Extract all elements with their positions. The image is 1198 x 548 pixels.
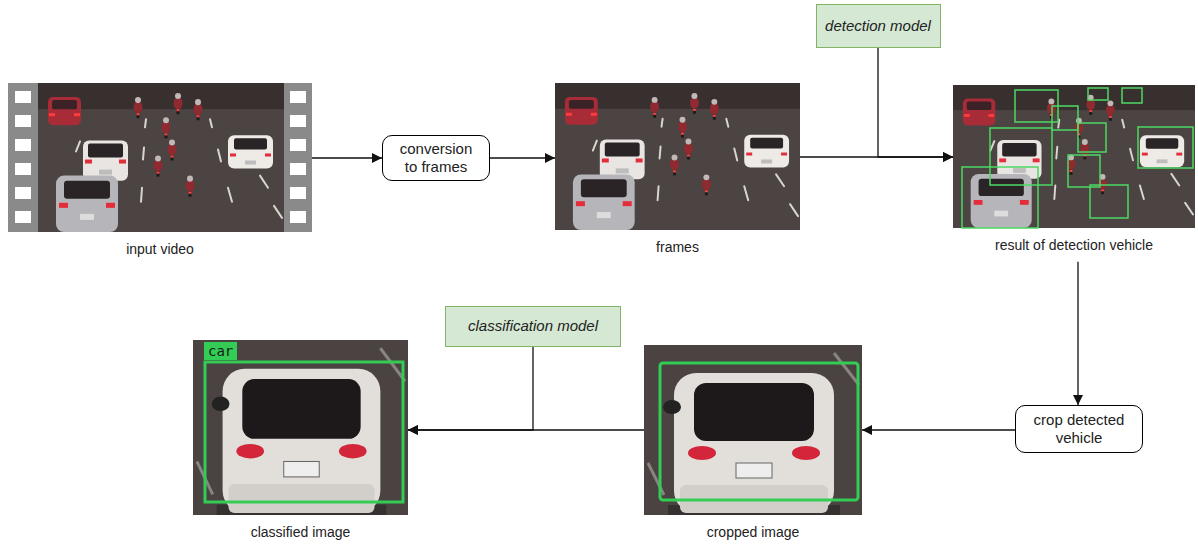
class-tag: car (204, 342, 237, 360)
connector-arrow (862, 429, 1015, 430)
rect-part (205, 362, 403, 502)
rect-part (990, 128, 1052, 185)
rect-part (1088, 88, 1108, 100)
rect-part (1068, 155, 1100, 187)
rect-part (290, 211, 306, 223)
detection-picture: result of detection vehicle (953, 85, 1195, 254)
use-part (953, 85, 1195, 228)
rect-part (15, 187, 31, 199)
model-box: detection model (816, 4, 941, 48)
rect-part (1090, 185, 1128, 218)
g-part (15, 91, 306, 223)
g-part (962, 88, 1193, 228)
caption: cropped image (707, 524, 800, 541)
connector-arrow (1077, 262, 1078, 405)
rect-part (1122, 88, 1142, 103)
process-box: conversion to frames (382, 135, 490, 181)
box-text: conversion to frames (393, 140, 479, 176)
rect-part (290, 91, 306, 103)
connector-arrow (878, 48, 953, 157)
input-video-picture (8, 83, 312, 232)
box-text: detection model (825, 17, 931, 35)
rect-part (290, 115, 306, 127)
detection-picture (953, 85, 1195, 228)
cropped-picture: cropped image (644, 345, 862, 541)
rect-part (1052, 106, 1078, 130)
caption: frames (656, 239, 699, 256)
rect-part (660, 363, 858, 500)
rect-part (15, 163, 31, 175)
process-box: crop detected vehicle (1015, 405, 1143, 453)
rect-part (290, 163, 306, 175)
rect-part (8, 83, 312, 232)
cropped-picture (644, 345, 862, 515)
video-picture: input video (8, 83, 312, 258)
classified-picture (193, 340, 408, 515)
connector-arrow (490, 157, 555, 158)
connector-arrow (408, 347, 533, 431)
caption: input video (126, 241, 194, 258)
rect-part (290, 187, 306, 199)
use-part (193, 340, 408, 515)
rect-part (15, 211, 31, 223)
use-part (38, 83, 284, 232)
rect-part (290, 139, 306, 151)
rect-part (15, 139, 31, 151)
rect-part (15, 115, 31, 127)
frame-picture: frames (555, 83, 800, 256)
rect-part (1078, 123, 1106, 152)
caption: classified image (251, 524, 351, 541)
use-part (644, 345, 862, 515)
model-box: classification model (445, 306, 621, 347)
rect-part (15, 91, 31, 103)
caption: result of detection vehicle (995, 237, 1153, 254)
rect-part (1138, 127, 1193, 168)
box-text: crop detected vehicle (1026, 411, 1132, 447)
frames-picture (555, 83, 800, 230)
box-text: classification model (468, 317, 598, 335)
rect-part (962, 167, 1038, 228)
classified-picture: classified image (193, 340, 408, 541)
connector-arrow (312, 157, 382, 158)
